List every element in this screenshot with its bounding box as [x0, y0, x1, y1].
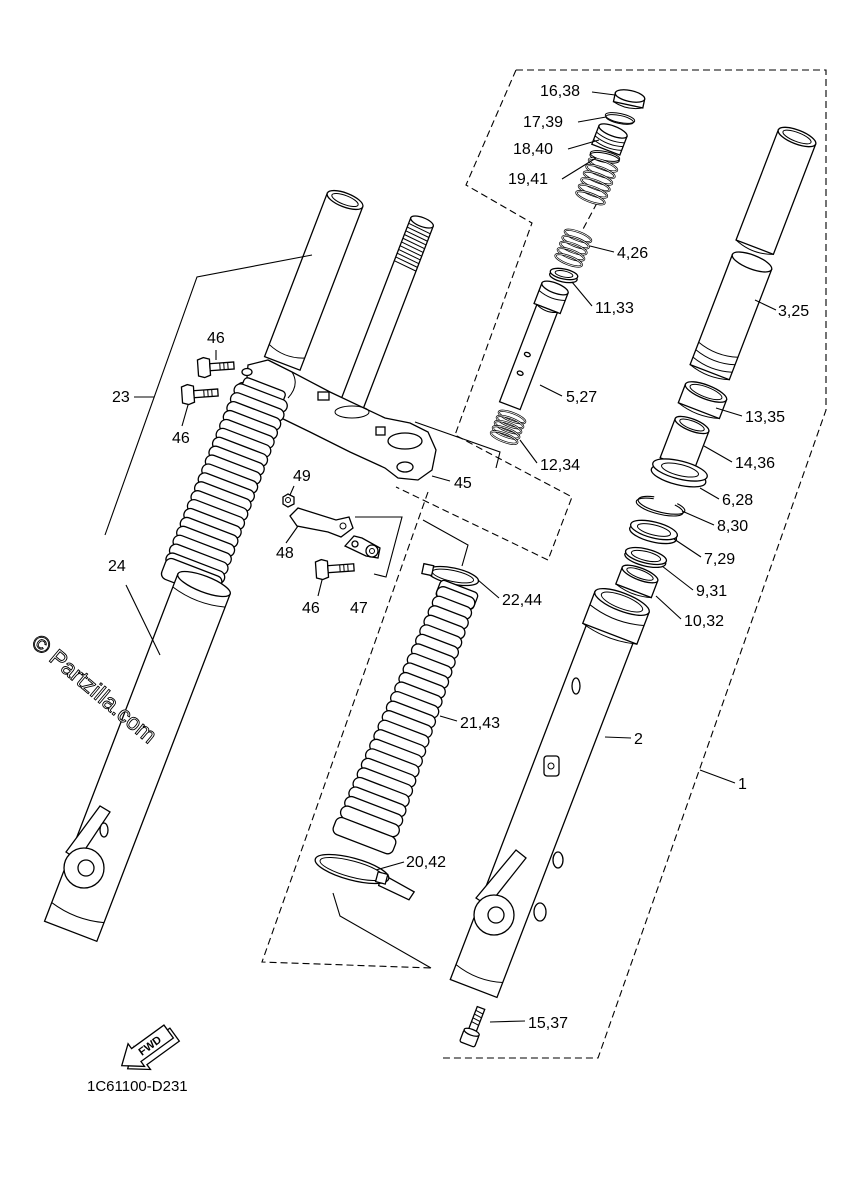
- callout-46-upper: 46: [207, 330, 225, 347]
- left-axle-boss: [63, 805, 111, 889]
- fork-boot-21-43: [332, 579, 479, 855]
- callout-7-29: 7,29: [704, 551, 735, 568]
- spring-coil: [490, 430, 518, 445]
- seat-10-32: [614, 564, 659, 599]
- bolt-46-upper: [196, 356, 235, 379]
- outer-tube-2: [449, 587, 650, 999]
- callout-23: 23: [112, 389, 130, 406]
- right-axle-boss: [473, 677, 581, 936]
- left-fork-inner-tube: [263, 189, 364, 372]
- callout-3-25: 3,25: [778, 303, 809, 320]
- callout-16-38: 16,38: [540, 83, 580, 100]
- slide-bushing-13-35: [677, 381, 728, 420]
- leader-lines: [104, 91, 777, 1023]
- callout-4-26: 4,26: [617, 245, 648, 262]
- callout-46-lower: 46: [172, 430, 190, 447]
- callout-48: 48: [276, 545, 294, 562]
- spring-coil: [559, 241, 587, 255]
- callout-45: 45: [454, 475, 472, 492]
- callout-49: 49: [293, 468, 311, 485]
- callout-47: 47: [350, 600, 368, 617]
- callout-13-35: 13,35: [745, 409, 785, 426]
- callout-46-bracket: 46: [302, 600, 320, 617]
- fork-spring-4-26-lower: [554, 228, 593, 268]
- bolt-46-lower: [180, 383, 219, 406]
- callout-1: 1: [738, 776, 747, 793]
- spring-coil: [557, 247, 585, 261]
- bolt-15-37: [459, 1005, 486, 1048]
- callout-19-41: 19,41: [508, 171, 548, 188]
- callout-labels: 16,38 17,39 18,40 19,41 4,26 11,33 3,25 …: [108, 83, 809, 1032]
- left-boot-ribs: [165, 383, 288, 585]
- callout-15-37: 15,37: [528, 1015, 568, 1032]
- plate-47: [343, 535, 381, 559]
- clamp-20-42: [314, 853, 416, 901]
- callout-2: 2: [634, 731, 643, 748]
- drawing-code: 1C61100-D231: [87, 1078, 188, 1095]
- spring-coil: [555, 253, 583, 267]
- inner-tube-3-25: [689, 251, 773, 381]
- callout-8-30: 8,30: [717, 518, 748, 535]
- spring-coil: [496, 415, 524, 429]
- callout-12-34: 12,34: [540, 457, 580, 474]
- callout-20-42: 20,42: [406, 854, 446, 871]
- damper-rod-5-27: [498, 280, 569, 411]
- spring-coil: [575, 190, 605, 205]
- hose-guide-bracket-48: [289, 507, 354, 538]
- assembly-boundary-lines: [261, 69, 827, 1059]
- spring-coil: [494, 420, 522, 434]
- callout-6-28: 6,28: [722, 492, 753, 509]
- callout-18-40: 18,40: [513, 141, 553, 158]
- steering-stem: [340, 215, 435, 410]
- inner-tube-upper: [735, 126, 817, 256]
- nut-49: [282, 493, 295, 508]
- callout-14-36: 14,36: [735, 455, 775, 472]
- callout-21-43: 21,43: [460, 715, 500, 732]
- rebound-spring-12-34: [489, 409, 527, 445]
- spring-coil: [564, 229, 592, 243]
- clip-8-30: [635, 495, 686, 517]
- left-fork-boot: [160, 377, 288, 598]
- fork-spring-4-26-upper: [575, 157, 619, 206]
- callout-24: 24: [108, 558, 126, 575]
- piston-ring-11-33: [548, 267, 579, 284]
- callout-22-44: 22,44: [502, 592, 542, 609]
- callout-5-27: 5,27: [566, 389, 597, 406]
- fwd-arrow-icon: FWD: [120, 1024, 181, 1071]
- circlip-17-39: [604, 112, 636, 125]
- clamp-22-44: [421, 562, 480, 587]
- spring-coil: [562, 235, 590, 249]
- spacer-18-40: [590, 123, 628, 156]
- fork-boot-ribs: [339, 586, 476, 838]
- oil-seal-6-28: [650, 458, 708, 488]
- cap-16-38: [612, 89, 646, 110]
- callout-9-31: 9,31: [696, 583, 727, 600]
- spring-coil: [492, 425, 520, 440]
- washer-7-29: [629, 519, 679, 545]
- callout-17-39: 17,39: [523, 114, 563, 131]
- ring-9-31: [624, 546, 668, 569]
- callout-11-33: 11,33: [595, 300, 634, 317]
- callout-10-32: 10,32: [684, 613, 724, 630]
- spring-coil: [498, 410, 526, 424]
- bolt-46-bracket: [314, 558, 355, 581]
